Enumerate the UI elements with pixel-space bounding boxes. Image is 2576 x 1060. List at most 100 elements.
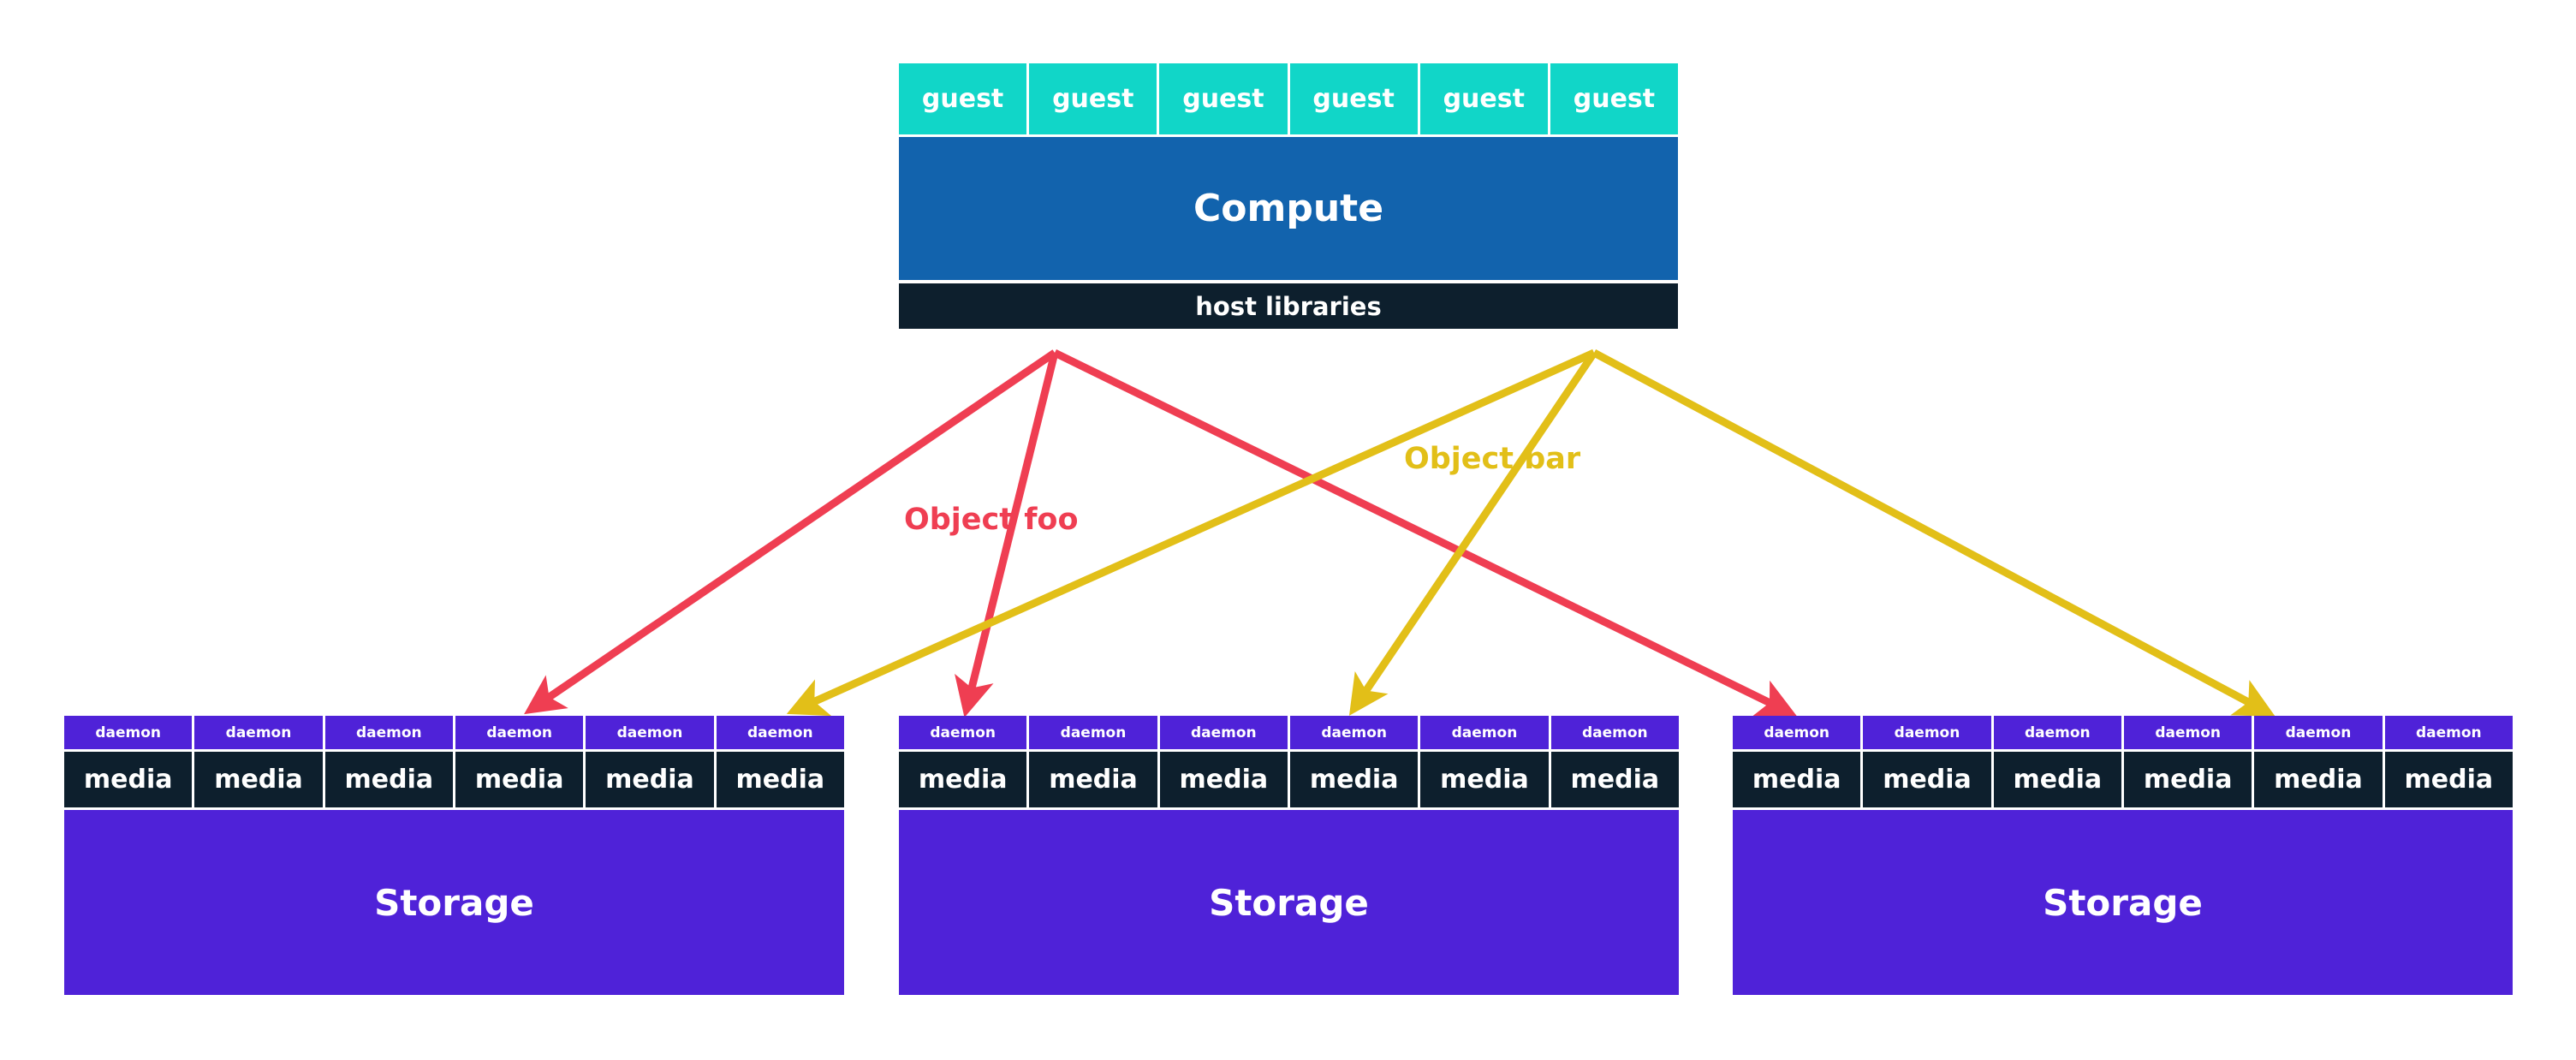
media-label: media: [1049, 765, 1138, 795]
media-row: media media media media media media: [1733, 752, 2513, 807]
guest-label: guest: [1052, 84, 1134, 114]
media-row: media media media media media media: [64, 752, 844, 807]
media-label: media: [83, 765, 173, 795]
media-label: media: [2013, 765, 2103, 795]
media-label: media: [214, 765, 303, 795]
object-bar-label: Object bar: [1404, 442, 1581, 476]
daemon-cell[interactable]: daemon: [1550, 716, 1679, 749]
media-cell[interactable]: media: [324, 752, 453, 807]
media-label: media: [735, 765, 825, 795]
daemon-row: daemon daemon daemon daemon daemon daemo…: [899, 716, 1679, 749]
daemon-label: daemon: [616, 724, 683, 741]
guest-cell[interactable]: guest: [1550, 63, 1679, 134]
daemon-cell[interactable]: daemon: [455, 716, 584, 749]
daemon-label: daemon: [1894, 724, 1960, 741]
host-libraries-block[interactable]: host libraries: [899, 283, 1678, 329]
media-label: media: [1179, 765, 1269, 795]
storage-node-2: daemon daemon daemon daemon daemon daemo…: [899, 716, 1679, 995]
daemon-label: daemon: [2285, 724, 2352, 741]
media-cell[interactable]: media: [899, 752, 1027, 807]
daemon-label: daemon: [2024, 724, 2091, 741]
host-libraries-label: host libraries: [1195, 291, 1382, 321]
daemon-cell[interactable]: daemon: [2254, 716, 2383, 749]
media-label: media: [2404, 765, 2494, 795]
storage-node-3: daemon daemon daemon daemon daemon daemo…: [1733, 716, 2513, 995]
media-label: media: [1570, 765, 1660, 795]
storage-block[interactable]: Storage: [64, 810, 844, 995]
media-row: media media media media media media: [899, 752, 1679, 807]
daemon-label: daemon: [747, 724, 813, 741]
media-label: media: [2274, 765, 2363, 795]
storage-label: Storage: [2043, 881, 2203, 924]
guest-label: guest: [921, 84, 1004, 114]
media-label: media: [1883, 765, 1972, 795]
object-bar-arrow-3: [1591, 349, 2276, 717]
daemon-label: daemon: [355, 724, 422, 741]
daemon-cell[interactable]: daemon: [899, 716, 1027, 749]
media-cell[interactable]: media: [586, 752, 714, 807]
compute-label: Compute: [1193, 187, 1384, 230]
media-cell[interactable]: media: [2123, 752, 2252, 807]
storage-label: Storage: [1209, 881, 1369, 924]
media-cell[interactable]: media: [2384, 752, 2513, 807]
guest-cell[interactable]: guest: [1289, 63, 1418, 134]
daemon-cell[interactable]: daemon: [2384, 716, 2513, 749]
daemon-cell[interactable]: daemon: [1993, 716, 2121, 749]
media-label: media: [918, 765, 1008, 795]
object-foo-label: Object foo: [904, 503, 1079, 537]
media-cell[interactable]: media: [1159, 752, 1288, 807]
media-cell[interactable]: media: [2254, 752, 2383, 807]
daemon-cell[interactable]: daemon: [64, 716, 193, 749]
daemon-cell[interactable]: daemon: [1733, 716, 1861, 749]
media-cell[interactable]: media: [194, 752, 323, 807]
guest-label: guest: [1443, 84, 1525, 114]
daemon-cell[interactable]: daemon: [1029, 716, 1157, 749]
guest-cell[interactable]: guest: [1029, 63, 1157, 134]
daemon-cell[interactable]: daemon: [1420, 716, 1549, 749]
media-cell[interactable]: media: [1289, 752, 1419, 807]
media-label: media: [605, 765, 694, 795]
daemon-label: daemon: [1451, 724, 1518, 741]
daemon-label: daemon: [225, 724, 292, 741]
media-cell[interactable]: media: [1733, 752, 1861, 807]
daemon-label: daemon: [1190, 724, 1257, 741]
media-cell[interactable]: media: [64, 752, 193, 807]
object-foo-arrow-3: [1053, 348, 1797, 717]
daemon-label: daemon: [486, 724, 552, 741]
media-cell[interactable]: media: [1863, 752, 1991, 807]
daemon-cell[interactable]: daemon: [716, 716, 844, 749]
compute-block[interactable]: Compute: [899, 137, 1678, 280]
daemon-cell[interactable]: daemon: [1863, 716, 1991, 749]
guest-cell[interactable]: guest: [899, 63, 1027, 134]
guest-label: guest: [1312, 84, 1395, 114]
media-label: media: [474, 765, 564, 795]
daemon-cell[interactable]: daemon: [1159, 716, 1288, 749]
daemon-cell[interactable]: daemon: [586, 716, 714, 749]
media-label: media: [1440, 765, 1529, 795]
media-cell[interactable]: media: [455, 752, 584, 807]
media-cell[interactable]: media: [1420, 752, 1549, 807]
storage-block[interactable]: Storage: [899, 810, 1679, 995]
storage-block[interactable]: Storage: [1733, 810, 2513, 995]
daemon-cell[interactable]: daemon: [324, 716, 453, 749]
media-label: media: [344, 765, 434, 795]
daemon-cell[interactable]: daemon: [1289, 716, 1419, 749]
daemon-label: daemon: [1060, 724, 1127, 741]
daemon-cell[interactable]: daemon: [2123, 716, 2252, 749]
media-label: media: [1752, 765, 1841, 795]
media-cell[interactable]: media: [1550, 752, 1679, 807]
storage-label: Storage: [374, 881, 534, 924]
guest-cell[interactable]: guest: [1419, 63, 1548, 134]
object-foo-arrow-group: [524, 348, 1797, 718]
media-cell[interactable]: media: [1993, 752, 2121, 807]
media-cell[interactable]: media: [716, 752, 844, 807]
daemon-label: daemon: [1764, 724, 1829, 741]
daemon-label: daemon: [1321, 724, 1387, 741]
daemon-cell[interactable]: daemon: [194, 716, 323, 749]
media-cell[interactable]: media: [1029, 752, 1157, 807]
daemon-row: daemon daemon daemon daemon daemon daemo…: [1733, 716, 2513, 749]
guest-cell[interactable]: guest: [1159, 63, 1288, 134]
guest-label: guest: [1573, 84, 1656, 114]
daemon-label: daemon: [1581, 724, 1648, 741]
